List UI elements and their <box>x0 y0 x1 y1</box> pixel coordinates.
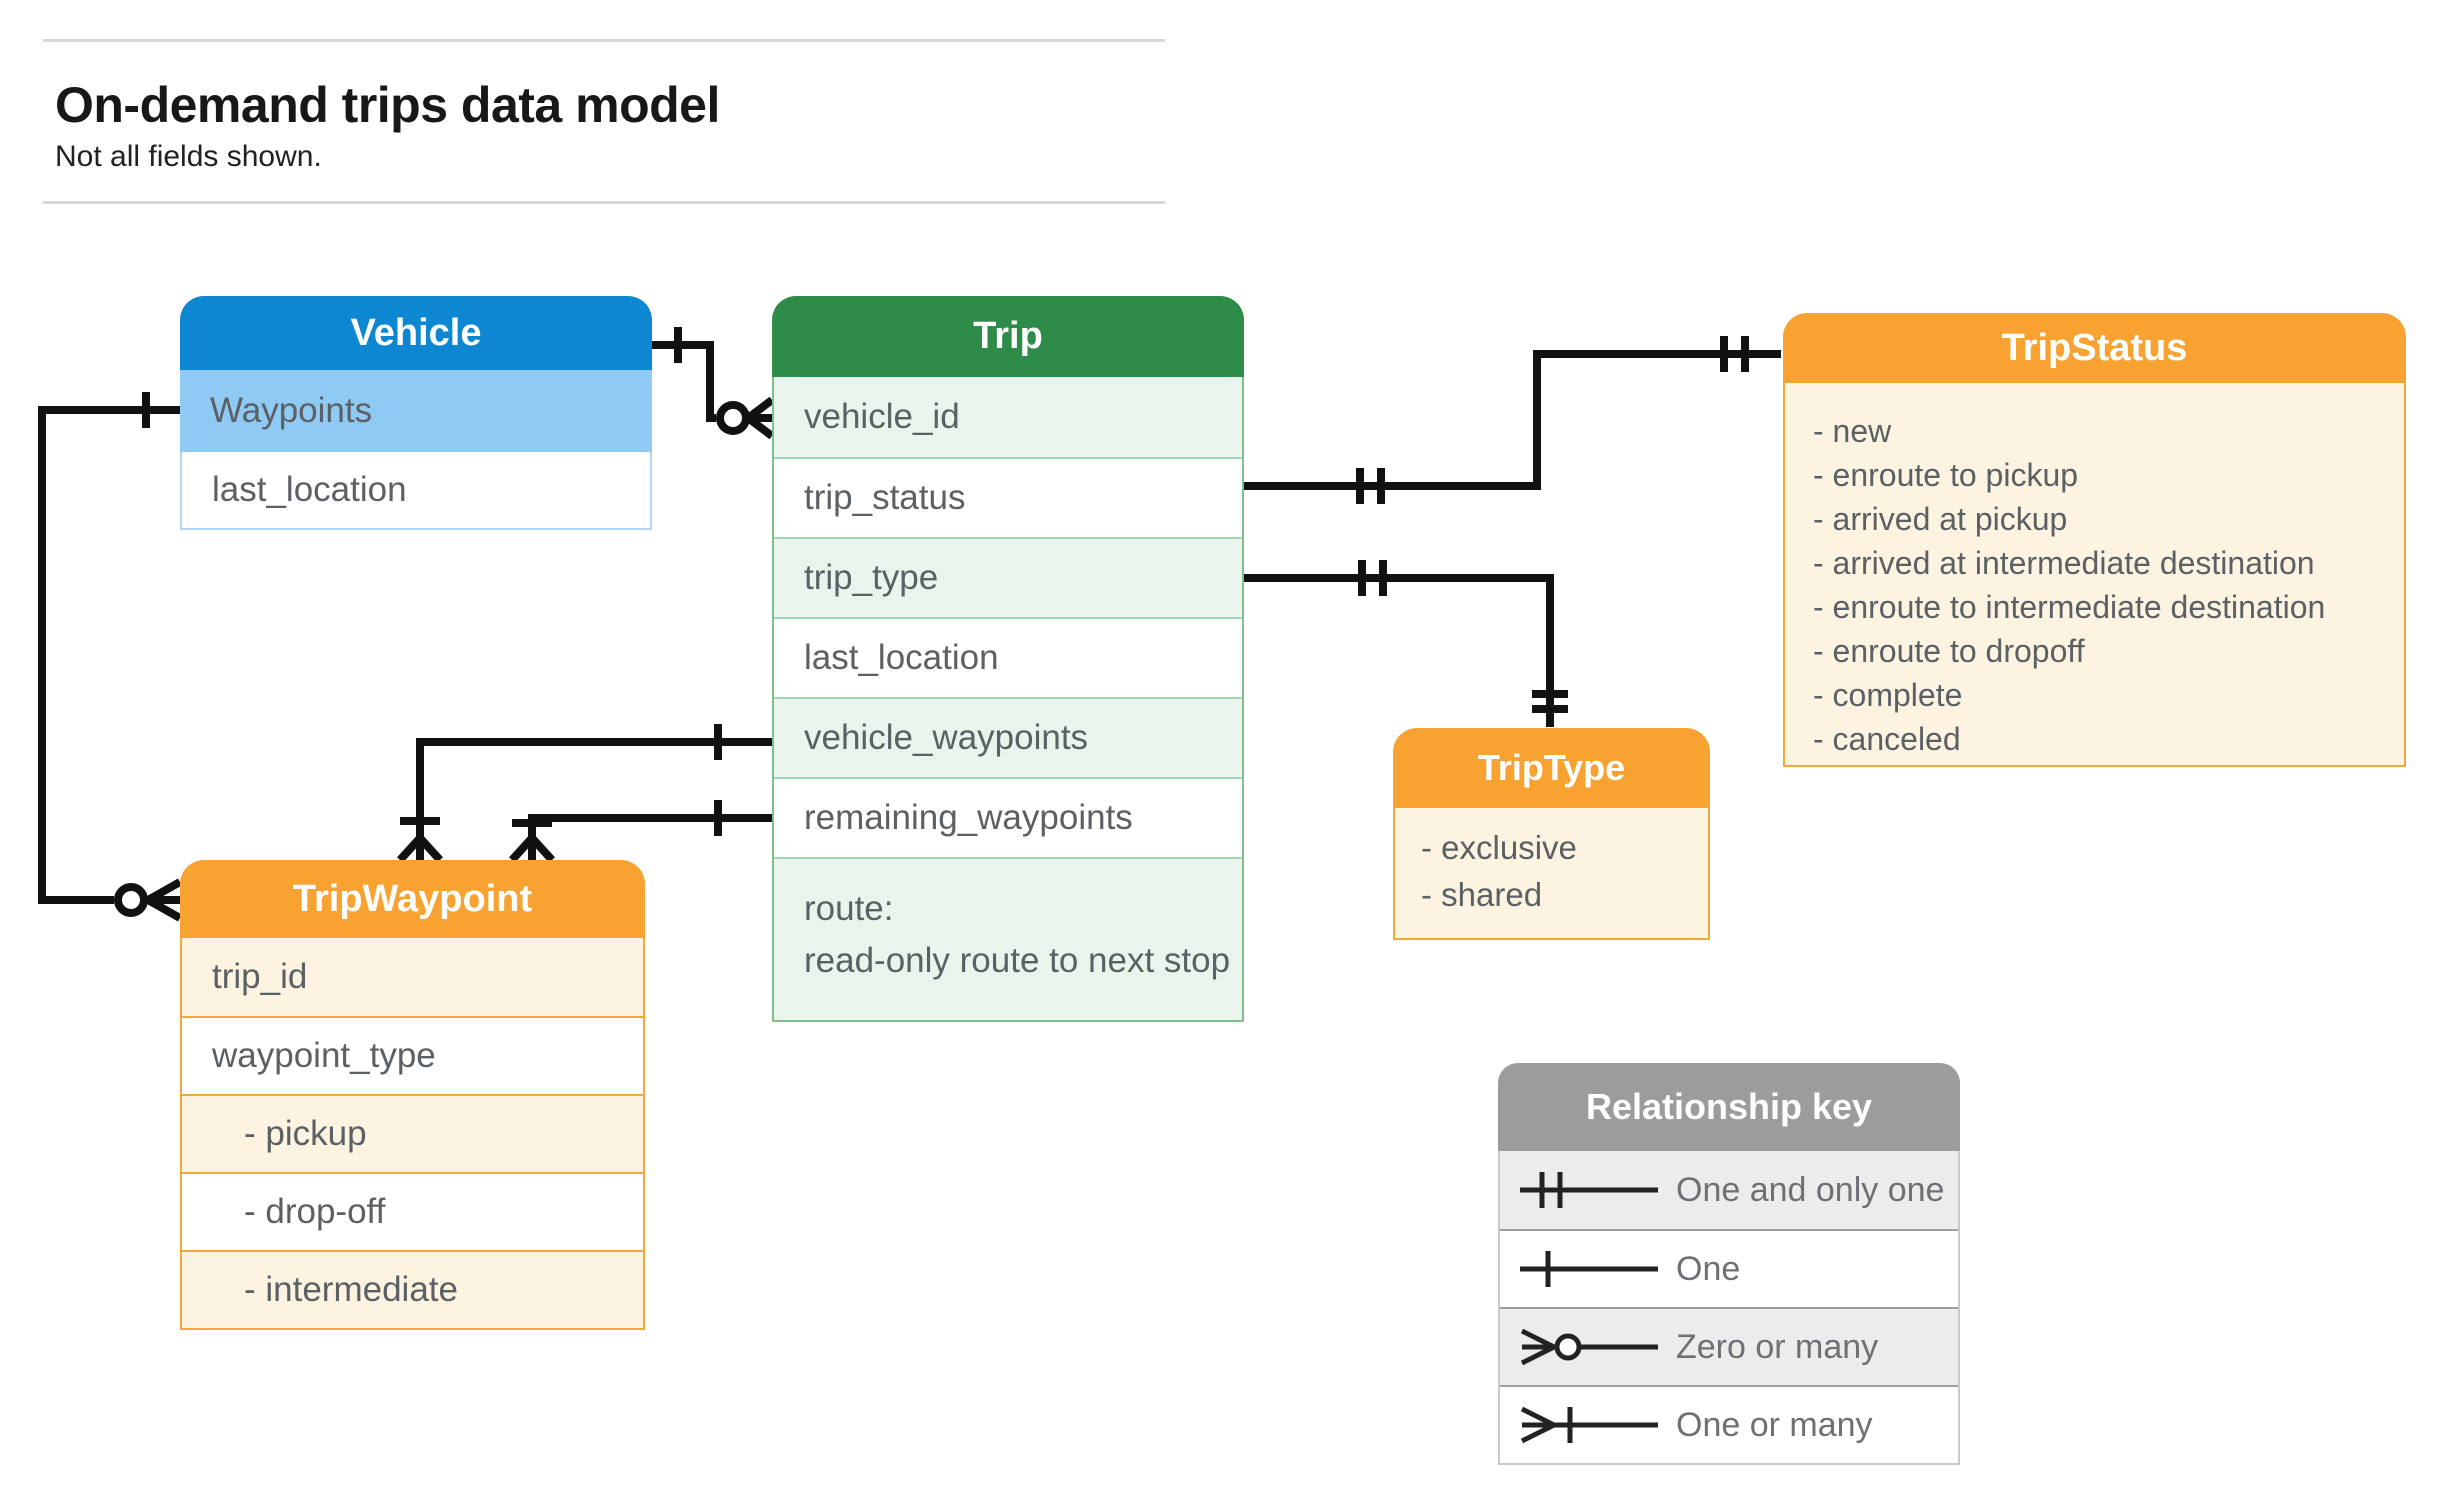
trip-field-route: route: read-only route to next stop <box>774 857 1242 1020</box>
triptype-entity: TripType - exclusive - shared <box>1393 728 1710 940</box>
legend-label: One <box>1676 1249 1741 1288</box>
tripwaypoint-entity-body: trip_id waypoint_type - pickup - drop-of… <box>180 938 645 1330</box>
tripstatus-value-enroute-to-intermediate-destination: - enroute to intermediate destination <box>1813 589 2326 625</box>
triptype-value-exclusive: - exclusive <box>1421 829 1577 866</box>
tripstatus-value-new: - new <box>1813 413 1892 449</box>
legend-row-one-or-many: One or many <box>1500 1385 1958 1463</box>
connector-trip-vehicle-waypoints-to-tripwaypoint <box>397 724 772 863</box>
legend-row-zero-or-many: Zero or many <box>1500 1307 1958 1385</box>
triptype-entity-body: - exclusive - shared <box>1393 808 1710 940</box>
page-subtitle: Not all fields shown. <box>55 140 322 173</box>
trip-field-trip-status: trip_status <box>774 457 1242 537</box>
legend-row-one: One <box>1500 1229 1958 1307</box>
tripwaypoint-value-drop-off: - drop-off <box>182 1172 643 1250</box>
trip-field-last-location: last_location <box>774 617 1242 697</box>
trip-field-vehicle-waypoints: vehicle_waypoints <box>774 697 1242 777</box>
legend-label: One and only one <box>1676 1170 1945 1209</box>
legend-row-one-and-only-one: One and only one <box>1500 1151 1958 1229</box>
relationship-key-header: Relationship key <box>1498 1063 1960 1151</box>
zero-or-many-icon <box>1520 1328 1658 1366</box>
trip-entity-title: Trip <box>973 315 1043 357</box>
relationship-key-body: One and only one One Zero or many One or… <box>1498 1151 1960 1465</box>
tripstatus-entity: TripStatus - new - enroute to pickup - a… <box>1783 313 2406 767</box>
tripwaypoint-entity-title: TripWaypoint <box>292 877 533 920</box>
trip-field-trip-type: trip_type <box>774 537 1242 617</box>
trip-field-remaining-waypoints: remaining_waypoints <box>774 777 1242 857</box>
tripstatus-entity-title: TripStatus <box>2001 326 2188 369</box>
trip-entity-body: vehicle_id trip_status trip_type last_lo… <box>772 377 1244 1022</box>
one-or-many-icon <box>1520 1406 1658 1444</box>
page-title: On-demand trips data model <box>55 77 720 133</box>
tripwaypoint-value-pickup: - pickup <box>182 1094 643 1172</box>
vehicle-entity-header: Vehicle <box>180 296 652 370</box>
vehicle-field-last-location: last_location <box>180 452 652 530</box>
one-icon <box>1520 1251 1658 1287</box>
trip-route-line-2: read-only route to next stop <box>804 941 1231 980</box>
tripstatus-value-enroute-to-dropoff: - enroute to dropoff <box>1813 633 2085 669</box>
legend-label: Zero or many <box>1676 1327 1879 1366</box>
legend-label: One or many <box>1676 1405 1873 1444</box>
tripwaypoint-entity-header: TripWaypoint <box>180 860 645 938</box>
vehicle-entity-title: Vehicle <box>350 311 482 354</box>
trip-route-line-1: route: <box>804 889 894 928</box>
tripstatus-value-canceled: - canceled <box>1813 721 1961 757</box>
connector-trip-type-to-triptype <box>1244 560 1568 727</box>
vehicle-field-waypoints: Waypoints <box>180 370 652 452</box>
relationship-key-title: Relationship key <box>1585 1086 1873 1127</box>
top-divider <box>43 39 1165 42</box>
tripwaypoint-value-intermediate: - intermediate <box>182 1250 643 1328</box>
tripstatus-entity-header: TripStatus <box>1783 313 2406 383</box>
tripwaypoint-entity: TripWaypoint trip_id waypoint_type - pic… <box>180 860 645 1330</box>
trip-entity-header: Trip <box>772 296 1244 377</box>
vehicle-entity: Vehicle Waypoints last_location <box>180 296 652 530</box>
tripstatus-value-enroute-to-pickup: - enroute to pickup <box>1813 457 2079 493</box>
tripwaypoint-field-waypoint-type: waypoint_type <box>182 1016 643 1094</box>
relationship-key: Relationship key One and only one One Ze… <box>1498 1063 1960 1465</box>
triptype-value-shared: - shared <box>1421 876 1543 913</box>
tripstatus-entity-body: - new - enroute to pickup - arrived at p… <box>1783 383 2406 767</box>
connector-trip-status-to-tripstatus <box>1244 336 1781 504</box>
connector-trip-remaining-waypoints-to-tripwaypoint <box>509 800 772 863</box>
bottom-divider <box>43 201 1165 204</box>
triptype-entity-title: TripType <box>1477 747 1626 788</box>
connector-vehicle-to-trip <box>652 327 775 440</box>
trip-field-vehicle-id: vehicle_id <box>774 377 1242 457</box>
tripstatus-value-complete: - complete <box>1813 677 1963 713</box>
one-and-only-one-icon <box>1520 1172 1658 1208</box>
triptype-entity-header: TripType <box>1393 728 1710 808</box>
tripstatus-value-arrived-at-pickup: - arrived at pickup <box>1813 501 2068 537</box>
trip-entity: Trip vehicle_id trip_status trip_type la… <box>772 296 1244 1022</box>
tripstatus-value-arrived-at-intermediate-destination: - arrived at intermediate destination <box>1813 545 2315 581</box>
connector-vehicle-waypoints-to-tripwaypoint <box>38 392 182 922</box>
tripwaypoint-field-trip-id: trip_id <box>182 938 643 1016</box>
